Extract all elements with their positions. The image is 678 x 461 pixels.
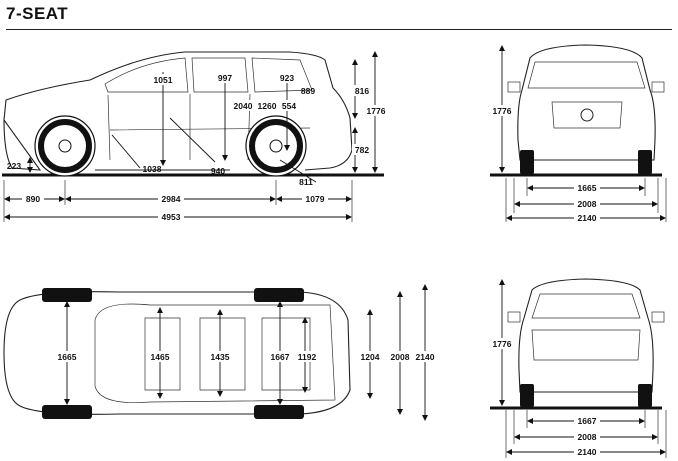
front-windshield-grille: [527, 61, 646, 129]
length-wheelbase: 2984: [162, 194, 181, 204]
title-divider: [6, 29, 672, 30]
top-rear-right-tire: [254, 405, 304, 419]
rear-left-mirror: [507, 311, 521, 323]
front-left-mirror: [507, 81, 521, 93]
side-dim-1776: 1776: [367, 106, 386, 116]
side-front-wheel: [34, 115, 96, 177]
front-body-outline: [517, 44, 656, 161]
side-view: 1051 997 923 2040 1260 554 889 816 1776 …: [2, 51, 388, 222]
side-dim-940: 940: [211, 166, 225, 176]
front-height: 1776: [493, 106, 512, 116]
rear-mirror-width: 2140: [578, 447, 597, 457]
top-dim-1665: 1665: [58, 352, 77, 362]
front-left-tire: [520, 150, 534, 174]
rear-view: 1776 1667 2008 2140: [490, 278, 667, 458]
length-overall: 4953: [162, 212, 181, 222]
side-dim-811: 811: [299, 177, 313, 187]
front-view: 1776 1665 2008 2140: [490, 44, 667, 223]
top-dim-2008: 2008: [391, 352, 410, 362]
length-rear-overhang: 1079: [306, 194, 325, 204]
top-dim-1435: 1435: [211, 352, 230, 362]
rear-window-tailgate: [531, 293, 641, 361]
side-door-lines: [107, 93, 311, 161]
top-view: 1665 1465 1435 1667 1192 1204 2008 2140: [3, 284, 438, 421]
top-seat-rows: [144, 317, 311, 391]
side-dim-1260: 1260: [258, 101, 277, 111]
top-dim-1192: 1192: [298, 352, 317, 362]
side-windows: [104, 57, 313, 93]
top-cabin-outline: [94, 303, 336, 403]
side-dim-223: 223: [7, 161, 21, 171]
top-front-left-tire: [42, 288, 92, 302]
rear-left-tire: [520, 384, 534, 407]
rear-right-mirror: [651, 311, 665, 323]
side-dim-997: 997: [218, 73, 232, 83]
page-title: 7-SEAT: [6, 4, 69, 23]
side-dim-889: 889: [301, 86, 315, 96]
side-dim-1038: 1038: [143, 164, 162, 174]
side-dim-782: 782: [355, 145, 369, 155]
top-dim-2140: 2140: [416, 352, 435, 362]
front-track: 1665: [578, 183, 597, 193]
front-body-width: 2008: [578, 199, 597, 209]
front-mirror-width: 2140: [578, 213, 597, 223]
side-dim-1051: 1051: [154, 75, 173, 85]
top-dim-1204: 1204: [361, 352, 380, 362]
rear-body-width: 2008: [578, 432, 597, 442]
rear-height: 1776: [493, 339, 512, 349]
side-dim-2040: 2040: [234, 101, 253, 111]
top-rear-left-tire: [254, 288, 304, 302]
side-rear-wheel: [245, 115, 307, 177]
front-right-mirror: [651, 81, 665, 93]
top-front-right-tire: [42, 405, 92, 419]
side-dim-816: 816: [355, 86, 369, 96]
front-right-tire: [638, 150, 652, 174]
length-front-overhang: 890: [26, 194, 40, 204]
front-logo-icon: [580, 108, 594, 122]
rear-right-tire: [638, 384, 652, 407]
side-dim-554: 554: [282, 101, 296, 111]
top-dim-1667: 1667: [271, 352, 290, 362]
rear-body-outline: [518, 278, 654, 393]
top-dim-1465: 1465: [151, 352, 170, 362]
side-body-outline: [3, 51, 353, 171]
rear-track: 1667: [578, 416, 597, 426]
side-dim-923: 923: [280, 73, 294, 83]
